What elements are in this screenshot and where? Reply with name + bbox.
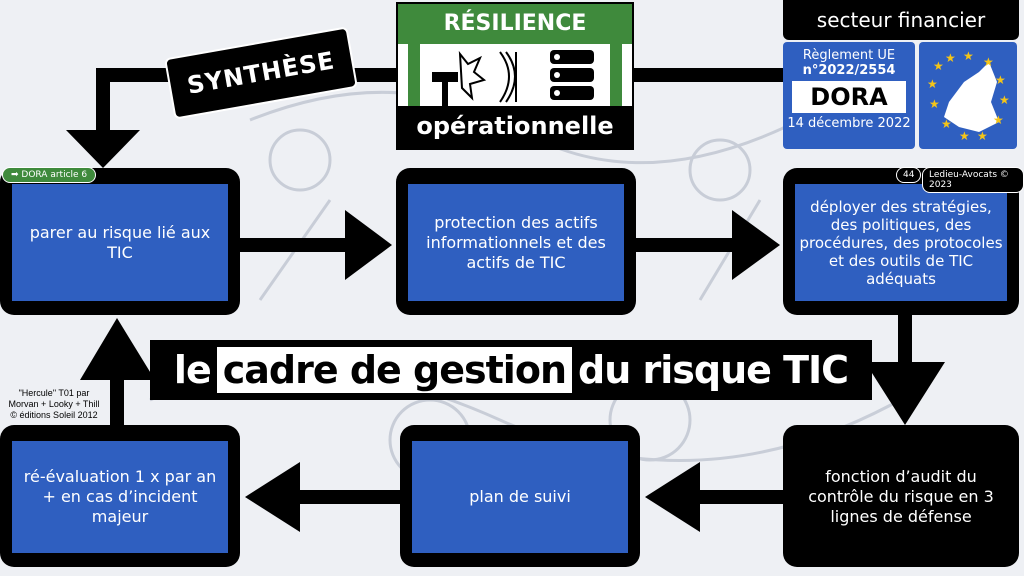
credit-line: Morvan + Looky + Thill (8, 399, 100, 409)
svg-text:★: ★ (993, 113, 1004, 127)
resilience-badge: RÉSILIENCE opérationnelle (396, 2, 634, 150)
eu-flag-map-icon: ★★★★★★★★★★★★ (919, 42, 1017, 149)
page-number: 44 (896, 167, 922, 183)
dora-article-label: DORA article 6 (21, 170, 88, 180)
box-deployer: déployer des stratégies, des politiques,… (783, 168, 1019, 315)
arrow-box1-to-box2 (240, 210, 392, 280)
credit-line: "Hercule" T01 par (18, 388, 90, 398)
arrow-box3-to-box4 (865, 315, 945, 425)
svg-text:★: ★ (995, 73, 1006, 87)
resilience-title: RÉSILIENCE (398, 4, 632, 44)
shield-wave-icon (499, 51, 517, 103)
svg-text:★: ★ (927, 77, 938, 91)
box-text: ré-évaluation 1 x par an + en cas d’inci… (12, 441, 228, 553)
box-text: fonction d’audit du contrôle du risque e… (795, 441, 1007, 553)
arrow-box4-to-box5 (645, 462, 783, 532)
banner-part3: du risque TIC (578, 348, 849, 392)
svg-text:★: ★ (977, 129, 988, 143)
hammer-impact-icon (432, 50, 487, 108)
svg-text:★: ★ (983, 55, 994, 69)
box-protection: protection des actifs informationnels et… (396, 168, 636, 315)
sector-label: secteur financier (783, 0, 1019, 40)
arrow-down-to-box1 (66, 68, 140, 168)
box-reevaluation: ré-évaluation 1 x par an + en cas d’inci… (0, 425, 240, 567)
svg-text:★: ★ (933, 59, 944, 73)
box-text: plan de suivi (412, 441, 628, 553)
svg-text:★: ★ (999, 93, 1010, 107)
regulation-name: DORA (792, 81, 906, 113)
banner-part2: cadre de gestion (216, 347, 572, 393)
arrow-box6-to-box1 (80, 318, 155, 425)
box-text: parer au risque lié aux TIC (12, 184, 228, 301)
box-parer-risque: parer au risque lié aux TIC (0, 168, 240, 315)
server-stack-icon (550, 50, 594, 100)
svg-text:★: ★ (941, 117, 952, 131)
box-plan-suivi: plan de suivi (400, 425, 640, 567)
svg-text:★: ★ (963, 49, 974, 63)
box-text: protection des actifs informationnels et… (408, 184, 624, 301)
resilience-icons (408, 44, 622, 108)
banner-part1: le (173, 348, 212, 392)
arrow-box2-to-box3 (636, 210, 780, 280)
resilience-subtitle: opérationnelle (398, 106, 632, 148)
regulation-date: 14 décembre 2022 (787, 116, 911, 131)
regulation-line1: Règlement UE (802, 48, 896, 63)
svg-text:★: ★ (929, 97, 940, 111)
box-text: déployer des stratégies, des politiques,… (795, 184, 1007, 301)
svg-text:★: ★ (959, 129, 970, 143)
box-audit: fonction d’audit du contrôle du risque e… (783, 425, 1019, 567)
copyright-tag: Ledieu-Avocats © 2023 (922, 167, 1024, 193)
regulation-number: n°2022/2554 (802, 63, 896, 78)
arrow-box5-to-box6 (245, 462, 400, 532)
title-banner: le cadre de gestion du risque TIC (150, 340, 872, 400)
image-credit: "Hercule" T01 par Morvan + Looky + Thill… (4, 388, 104, 421)
svg-text:★: ★ (945, 51, 956, 65)
regulation-card: Règlement UE n°2022/2554 DORA 14 décembr… (783, 42, 915, 149)
credit-line: © éditions Soleil 2012 (10, 410, 98, 420)
dora-article-tag: ➡ DORA article 6 (2, 167, 97, 183)
